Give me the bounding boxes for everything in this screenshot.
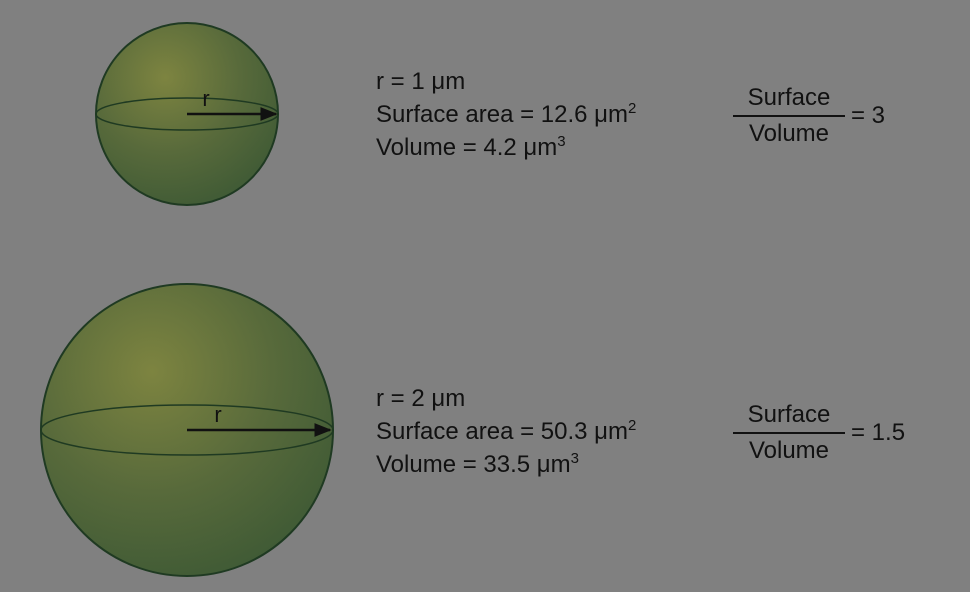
large-ratio-denominator: Volume [748,437,830,464]
small-ratio-numerator: Surface [747,84,831,111]
small-ratio-denominator: Volume [748,120,830,147]
large-radius-text: r = 2 μm [376,385,466,412]
small-surface-line: Surface area = 12.6 μm2 [376,98,636,131]
large-surface-exponent: 2 [627,417,637,434]
large-volume-line: Volume = 33.5 μm3 [376,448,636,481]
large-ratio-fraction: Surface Volume [733,400,845,466]
small-ratio-value: = 3 [851,102,886,129]
small-volume-line: Volume = 4.2 μm3 [376,131,636,164]
large-ratio-numerator: Surface [747,401,831,428]
small-ratio: Surface Volume = 3 [733,83,885,149]
large-ratio-value: = 1.5 [851,419,906,446]
large-sphere-radius-label: r [214,402,221,427]
small-ratio-fraction-bar [733,115,845,117]
large-surface-line: Surface area = 50.3 μm2 [376,415,636,448]
large-sphere-stats: r = 2 μm Surface area = 50.3 μm2 Volume … [376,382,636,481]
small-ratio-fraction: Surface Volume [733,83,845,149]
large-volume-text: Volume = 33.5 μm [376,451,571,478]
large-ratio-fraction-bar [733,432,845,434]
small-surface-text: Surface area = 12.6 μm [376,101,628,128]
large-surface-text: Surface area = 50.3 μm [376,418,628,445]
small-volume-text: Volume = 4.2 μm [376,134,558,161]
small-surface-exponent: 2 [627,100,637,117]
large-ratio: Surface Volume = 1.5 [733,400,905,466]
small-radius-text: r = 1 μm [376,68,466,95]
large-sphere: r [40,283,334,577]
small-volume-exponent: 3 [557,133,566,150]
large-sphere-equator [40,404,334,456]
small-sphere-stats: r = 1 μm Surface area = 12.6 μm2 Volume … [376,65,636,164]
small-sphere-equator [95,97,279,131]
large-volume-exponent: 3 [570,450,579,467]
small-sphere-radius-label: r [202,86,209,111]
small-sphere: r [95,22,279,206]
